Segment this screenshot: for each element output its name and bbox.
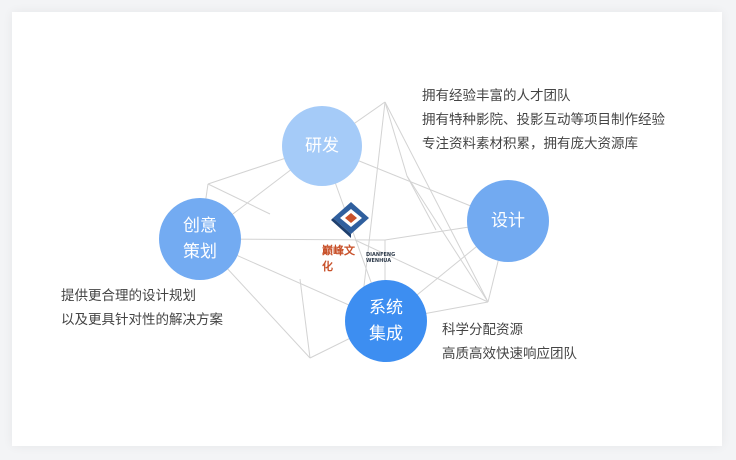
network-line [406,175,489,303]
network-line [384,101,408,177]
logo-mark-icon [331,202,369,238]
node-plan-line1: 创意 [183,216,217,236]
network-line [299,278,311,359]
system-desc-line: 高质高效快速响应团队 [442,346,577,362]
rd-desc-line: 专注资料素材积累，拥有庞大资源库 [422,136,638,152]
system-desc-line: 科学分配资源 [442,322,523,338]
node-system-integration: 系统 集成 [345,280,427,362]
diagram-card [12,12,722,446]
node-system-line1: 系统 [369,298,403,318]
rd-description: 拥有经验丰富的人才团队 拥有特种影院、投影互动等项目制作经验 专注资料素材积累，… [422,84,665,156]
node-creative-planning: 创意 策划 [159,198,241,280]
plan-desc-line: 以及更具针对性的解决方案 [61,312,223,328]
network-line [207,183,271,215]
network-line [362,101,386,296]
logo-name-en: DIANFENG WENHUA [366,252,396,264]
network-line [406,175,437,231]
node-plan-line2: 策划 [183,242,217,262]
system-description: 科学分配资源 高质高效快速响应团队 [442,318,577,366]
plan-desc-line: 提供更合理的设计规划 [61,288,196,304]
node-rd-label: 研发 [305,136,339,156]
plan-description: 提供更合理的设计规划 以及更具针对性的解决方案 [61,284,223,332]
node-design-label: 设计 [491,211,525,231]
node-design: 设计 [467,180,549,262]
network-line [384,101,489,303]
node-rd: 研发 [282,106,362,186]
network-line [354,239,489,303]
company-logo: 巅峰文化 DIANFENG WENHUA [322,200,395,273]
logo-name-cn: 巅峰文化 [322,244,355,273]
rd-desc-line: 拥有经验丰富的人才团队 [422,88,571,104]
node-system-line2: 集成 [369,324,403,344]
rd-desc-line: 拥有特种影院、投影互动等项目制作经验 [422,112,665,128]
